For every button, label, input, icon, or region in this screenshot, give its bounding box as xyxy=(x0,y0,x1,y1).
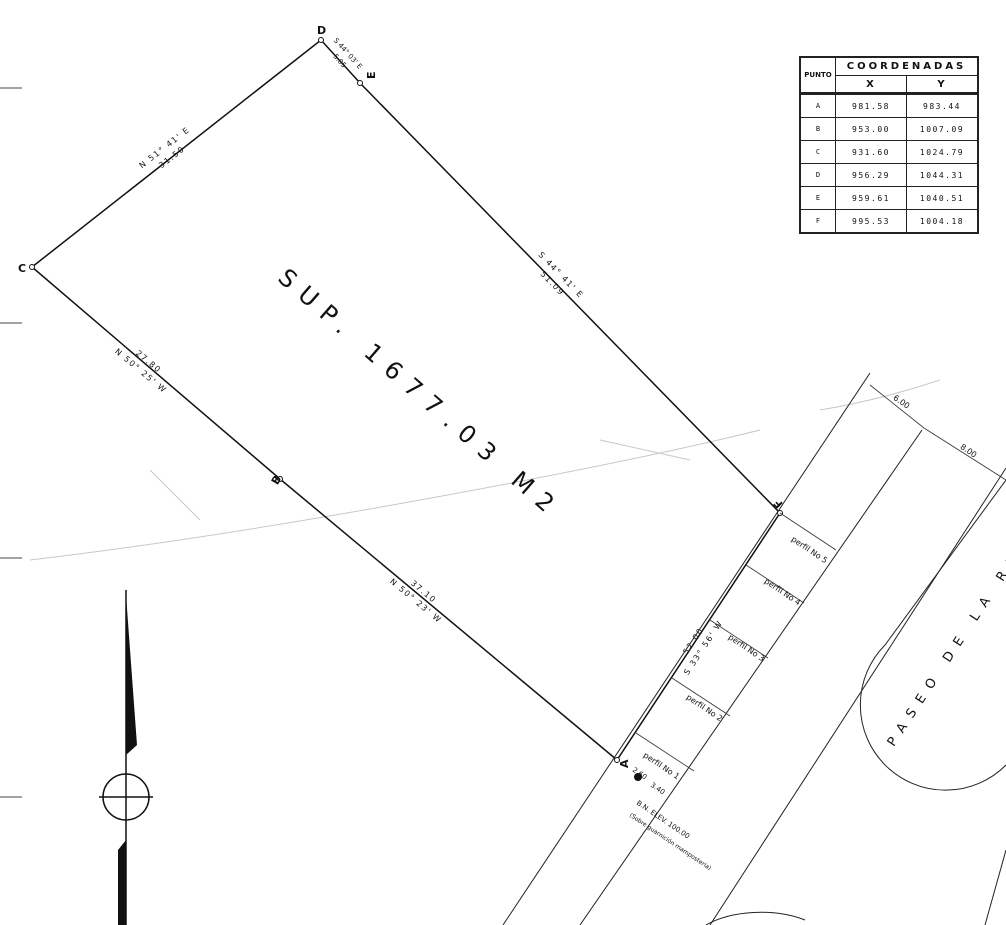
row-y: 1044.31 xyxy=(906,163,979,187)
table-row: F 995.53 1004.18 xyxy=(799,209,979,234)
row-x: 995.53 xyxy=(835,209,907,234)
table-row: A 981.58 983.44 xyxy=(799,92,979,118)
vertex-b-label: B xyxy=(269,473,284,487)
row-punto: D xyxy=(799,163,836,187)
vertex-c-marker xyxy=(29,264,35,270)
street-width-2: 8.00 xyxy=(958,442,978,459)
dim-b: 3.40 xyxy=(649,781,666,796)
vertex-e-marker xyxy=(357,80,363,86)
vertex-a-marker xyxy=(614,757,620,763)
col-punto-header: PUNTO xyxy=(799,56,836,94)
street-edge-lower xyxy=(984,849,1006,925)
smudge-marks xyxy=(29,379,941,561)
table-row: B 953.00 1007.09 xyxy=(799,117,979,141)
coordinates-table: PUNTO COORDENADAS X Y A 981.58 983.44 B … xyxy=(799,56,979,234)
row-punto: E xyxy=(799,186,836,210)
row-y: 983.44 xyxy=(906,92,979,118)
row-x: 959.61 xyxy=(835,186,907,210)
vertex-e-label: E xyxy=(365,71,378,79)
street-width-dims xyxy=(869,384,1006,481)
benchmark-marker xyxy=(634,773,642,781)
row-x: 931.60 xyxy=(835,140,907,164)
row-y: 1024.79 xyxy=(906,140,979,164)
vertex-a-label: A xyxy=(618,759,631,768)
vertex-d-marker xyxy=(318,37,324,43)
north-arrow-icon xyxy=(99,590,153,925)
row-y: 1007.09 xyxy=(906,117,979,141)
table-row: E 959.61 1040.51 xyxy=(799,186,979,210)
perfil-4-label: perfil No 4 xyxy=(763,577,803,608)
vertex-c-label: C xyxy=(18,262,26,275)
street-width-1: 6.00 xyxy=(891,393,911,410)
perfil-5-label: perfil No 5 xyxy=(790,535,830,566)
row-punto: F xyxy=(799,209,836,234)
street-island-bottom xyxy=(705,911,806,925)
table-row: C 931.60 1024.79 xyxy=(799,140,979,164)
street-island xyxy=(859,479,1006,791)
col-x-header: X xyxy=(835,75,907,94)
row-punto: A xyxy=(799,92,836,118)
area-label: SUP. 1677.03 M2 xyxy=(273,263,568,525)
vertex-d-label: D xyxy=(317,24,326,37)
row-y: 1004.18 xyxy=(906,209,979,234)
row-x: 956.29 xyxy=(835,163,907,187)
margin-ticks xyxy=(0,87,22,798)
row-x: 953.00 xyxy=(835,117,907,141)
row-punto: C xyxy=(799,140,836,164)
coordinates-header: COORDENADAS xyxy=(835,56,979,76)
perfil-1-label: perfil No 1 xyxy=(642,751,682,782)
row-x: 981.58 xyxy=(835,92,907,118)
vertex-b-marker xyxy=(277,476,283,482)
vertex-markers xyxy=(29,37,783,763)
table-row: D 956.29 1044.31 xyxy=(799,163,979,187)
col-y-header: Y xyxy=(906,75,979,94)
perfil-3-label: perfil No 3 xyxy=(727,633,767,664)
street-lines xyxy=(502,372,1006,925)
street-name-label: PASEO DE LA RE xyxy=(885,547,1006,750)
perfil-lines xyxy=(635,512,837,772)
row-punto: B xyxy=(799,117,836,141)
row-y: 1040.51 xyxy=(906,186,979,210)
